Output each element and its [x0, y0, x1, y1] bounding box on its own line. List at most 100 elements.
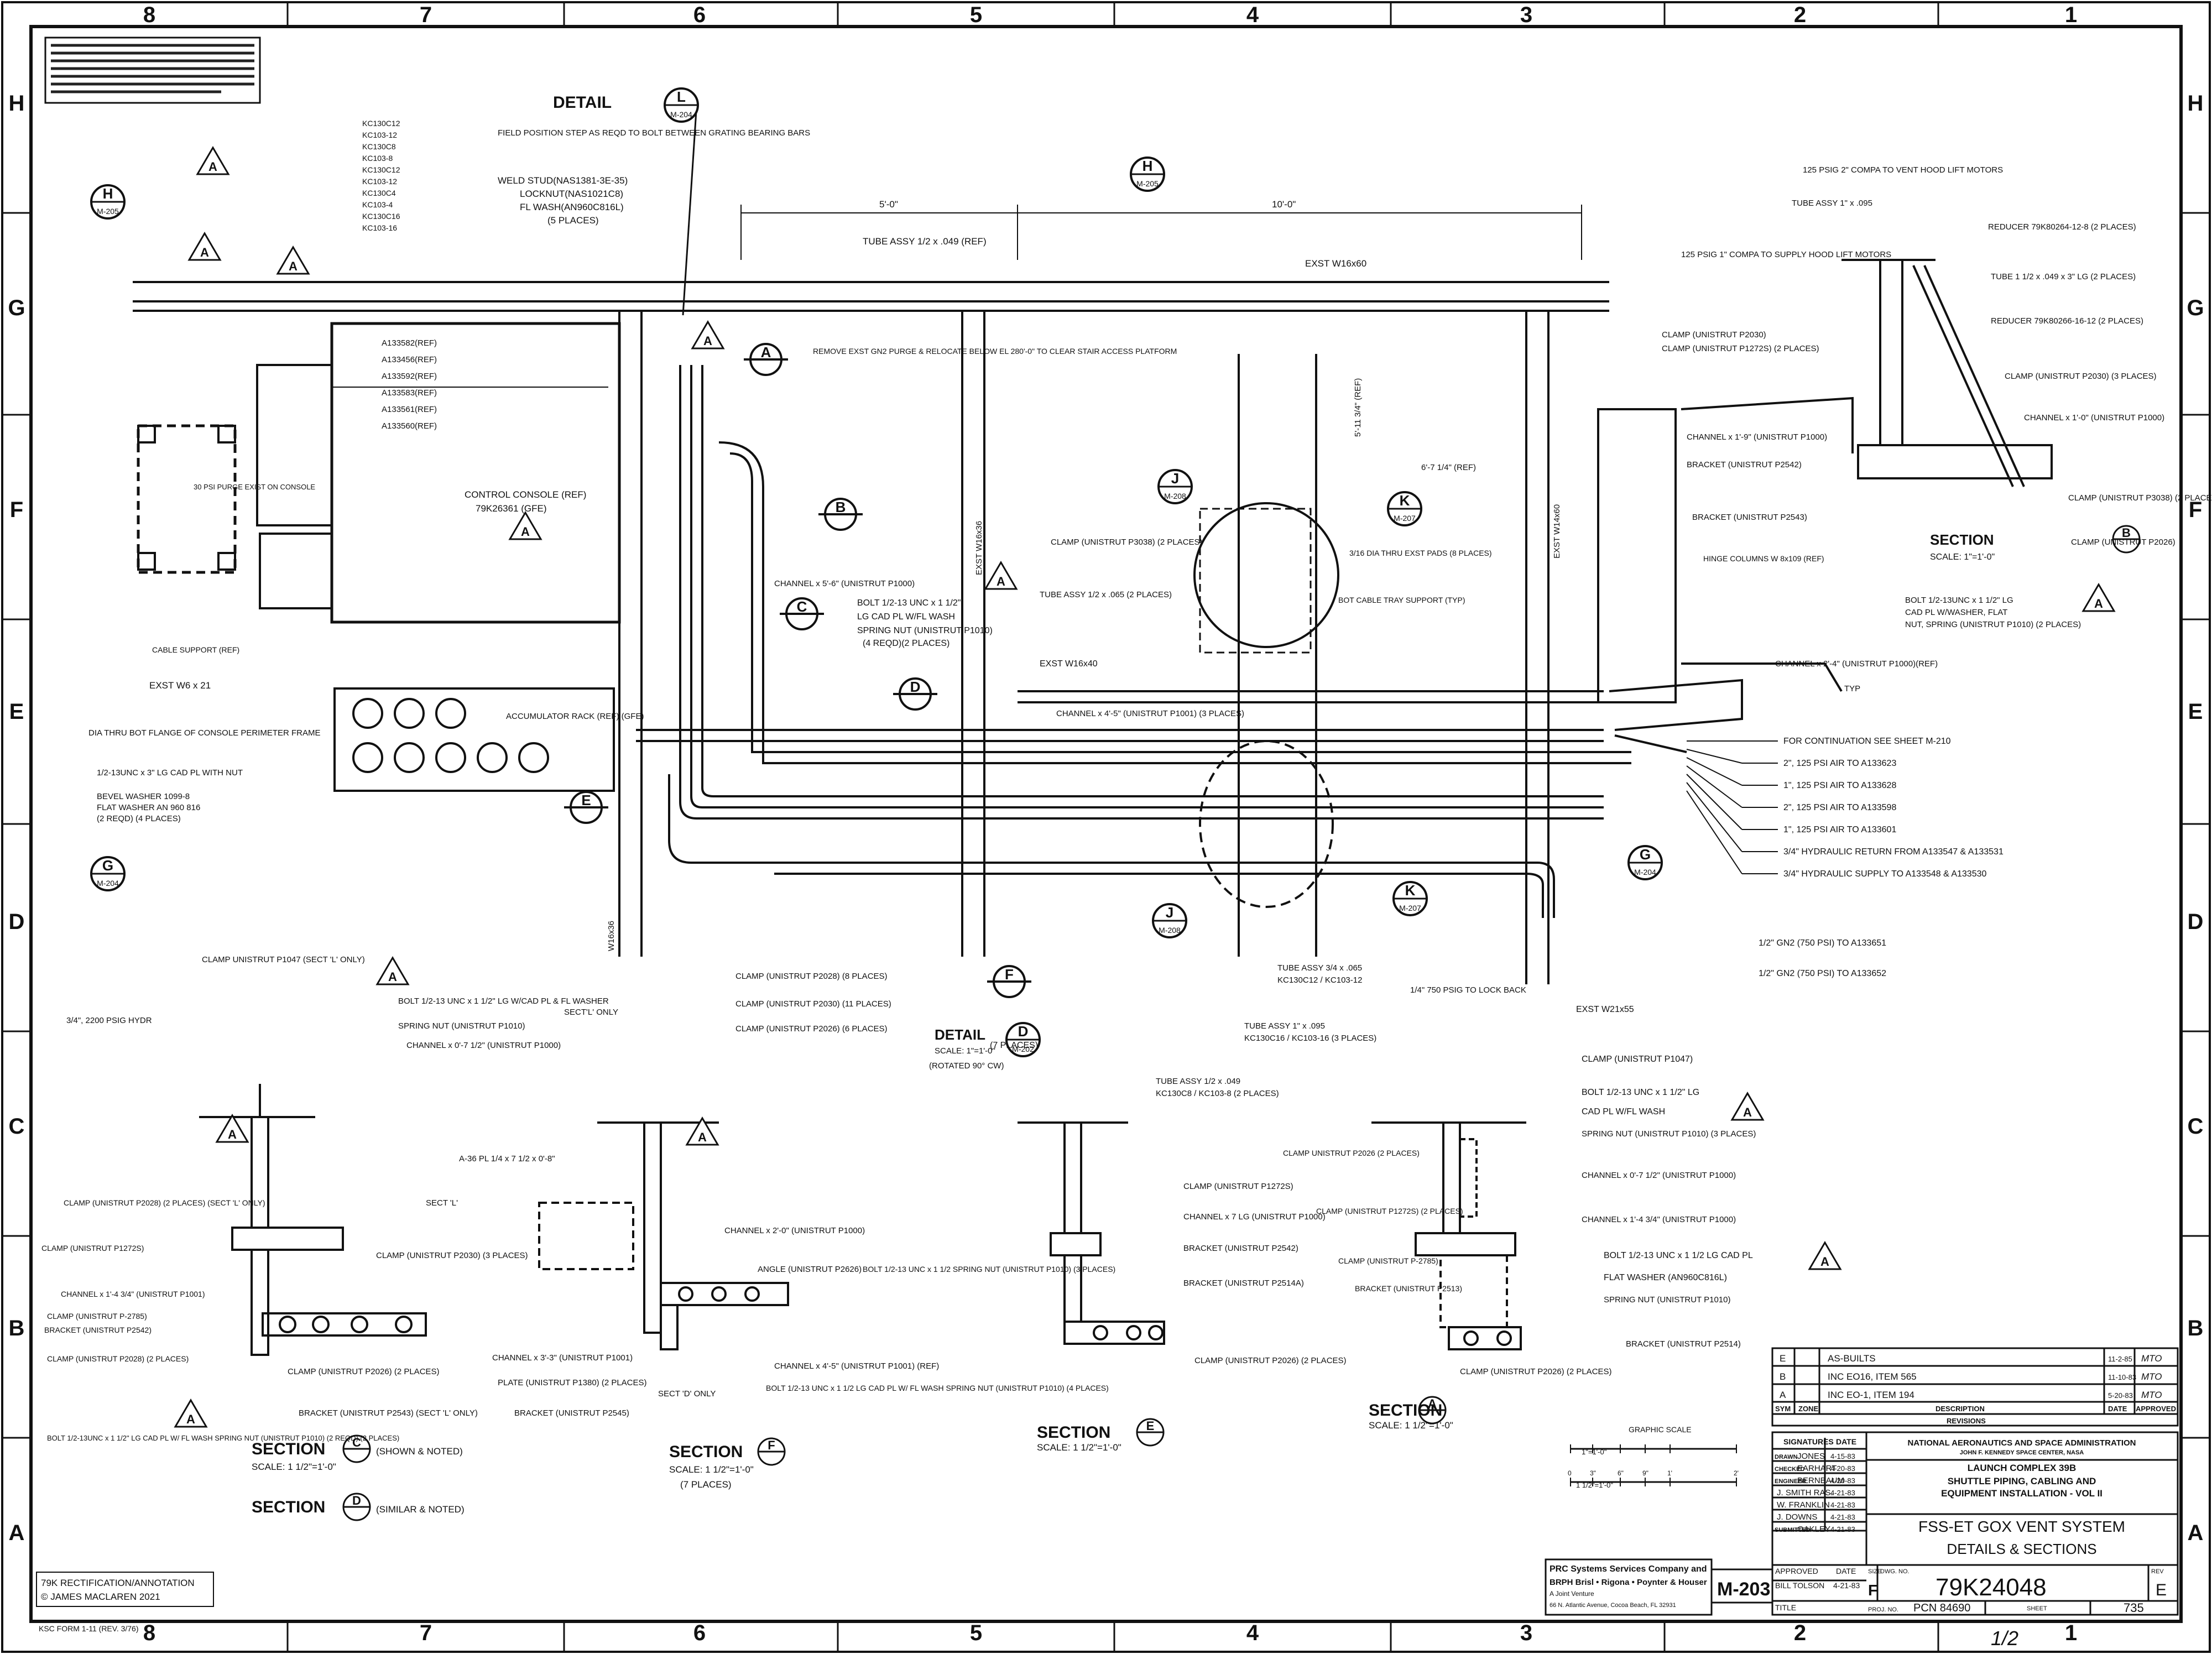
svg-text:M-205: M-205	[97, 207, 119, 216]
dim-5ft: 5'-0"	[879, 199, 898, 210]
tb-page: 1/2	[1991, 1627, 2018, 1650]
label-w16-36: W16x36	[607, 921, 616, 951]
svg-text:A: A	[1820, 1255, 1829, 1269]
callout-H-M-205[interactable]: HM-205	[1130, 156, 1165, 192]
tb-proj-label: PROJ. NO.	[1868, 1606, 1898, 1613]
label-clamp-p2030-c: CLAMP (UNISTRUT P2030) (3 PLACES)	[376, 1251, 528, 1260]
label-sect-d-only: SECT 'D' ONLY	[658, 1389, 716, 1399]
label-bracket-p2543-c: BRACKET (UNISTRUT P2543) (SECT 'L' ONLY)	[299, 1408, 478, 1418]
column-label-top-8: 8	[143, 3, 155, 27]
row-label-left-A: A	[9, 1521, 25, 1545]
tb-center: JOHN F. KENNEDY SPACE CENTER, NASA	[1960, 1449, 2084, 1456]
callout-G-M-204[interactable]: GM-204	[90, 856, 126, 891]
svg-text:J. DOWNS: J. DOWNS	[1777, 1512, 1817, 1522]
label-angle: ANGLE (UNISTRUT P2626)	[758, 1265, 862, 1274]
row-label-left-F: F	[10, 498, 23, 522]
section-c-scale: SCALE: 1 1/2"=1'-0"	[252, 1462, 336, 1472]
part-item: A133456(REF)	[382, 355, 437, 364]
svg-text:MTO: MTO	[2141, 1353, 2162, 1364]
form-number: KSC FORM 1-11 (REV. 3/76)	[39, 1624, 139, 1633]
row-label-left-C: C	[9, 1114, 25, 1139]
section-cut-E[interactable]: E	[564, 791, 608, 824]
section-d-title: SECTION	[252, 1498, 325, 1516]
section-cut-C[interactable]: C	[780, 597, 824, 630]
label-bracket-p2542-e: BRACKET (UNISTRUT P2542)	[1183, 1244, 1298, 1253]
label-channel-1-9: CHANNEL x 1'-9" (UNISTRUT P1000)	[1687, 432, 1827, 442]
section-title-marker-E: E	[1136, 1418, 1165, 1447]
label-rotated: (ROTATED 90° CW)	[929, 1061, 1004, 1071]
label-bracket-p2542-l: BRACKET (UNISTRUT P2542)	[44, 1326, 152, 1334]
callout-H-M-205[interactable]: HM-205	[90, 184, 126, 220]
label-channel-0-7a: CHANNEL x 0'-7 1/2" (UNISTRUT P1000)	[1582, 1171, 1736, 1180]
rev-title: REVISIONS	[1947, 1417, 1986, 1425]
revision-triangle: A	[215, 1114, 249, 1143]
label-bolt-1-2-l: BOLT 1/2-13UNC x 1 1/2" LG CAD PL W/ FL …	[47, 1434, 399, 1442]
label-cad-washer: CAD PL W/WASHER, FLAT	[1905, 608, 2007, 617]
svg-text:L: L	[677, 88, 686, 105]
svg-text:INC EO-1, ITEM 194: INC EO-1, ITEM 194	[1828, 1390, 1914, 1400]
section-d-similar: (SIMILAR & NOTED)	[376, 1504, 465, 1515]
label-hydr: 3/4", 2200 PSIG HYDR	[66, 1016, 152, 1025]
label-plate-p1380: PLATE (UNISTRUT P1380) (2 PLACES)	[498, 1378, 647, 1387]
label-compa-125-2: 125 PSIG 2" COMPA TO VENT HOOD LIFT MOTO…	[1803, 165, 2003, 175]
svg-text:J. SMITH RAS.: J. SMITH RAS.	[1777, 1488, 1833, 1498]
svg-text:JONES: JONES	[1797, 1452, 1825, 1461]
callout-J-M-208[interactable]: JM-208	[1152, 903, 1187, 938]
tb-sheet-no: M-203	[1717, 1579, 1770, 1600]
tb-rev: E	[2156, 1581, 2167, 1599]
scale-tick-label: 6"	[1618, 1469, 1624, 1477]
label-nut-spring: NUT, SPRING (UNISTRUT P1010) (2 PLACES)	[1905, 620, 2081, 629]
label-tube-half-049-list: KC130C8 / KC103-8 (2 PLACES)	[1156, 1089, 1279, 1098]
scale-2: 1 1/2"=1'-0"	[1576, 1481, 1613, 1489]
contractor-firm: BRPH Brisl • Rigona • Poynter & Houser	[1550, 1578, 1707, 1587]
label-channel-2-4: CHANNEL x 2'-4" (UNISTRUT P1000)(REF)	[1775, 659, 1938, 669]
label-hyd-return: 3/4" HYDRAULIC RETURN FROM A133547 & A13…	[1783, 847, 2004, 857]
svg-text:5-20-83: 5-20-83	[2108, 1391, 2133, 1400]
callout-D-M-202[interactable]: DM-202	[1005, 1022, 1041, 1057]
label-channel-3-3: CHANNEL x 3'-3" (UNISTRUT P1001)	[492, 1353, 633, 1363]
label-bracket-p2543: BRACKET (UNISTRUT P2543)	[1692, 513, 1807, 522]
detail-d-title: DETAIL	[935, 1026, 985, 1043]
callout-K-M-207[interactable]: KM-207	[1387, 491, 1422, 526]
scale-1: 1"=1'-0"	[1582, 1448, 1607, 1456]
contractor-venture: A Joint Venture	[1550, 1590, 1594, 1598]
kc-item: KC103-4	[362, 200, 393, 209]
column-label-bottom-6: 6	[693, 1621, 706, 1645]
label-tube-assy-top: TUBE ASSY 1/2 x .049 (REF)	[863, 236, 987, 247]
section-cut-A[interactable]: A	[744, 343, 788, 376]
callout-G-M-204[interactable]: GM-204	[1627, 845, 1663, 880]
revision-triangle: A	[2081, 583, 2116, 612]
label-reducer-12: REDUCER 79K80266-16-12 (2 PLACES)	[1991, 316, 2143, 326]
section-cut-F[interactable]: F	[987, 965, 1031, 998]
svg-text:A: A	[2094, 597, 2103, 611]
svg-text:11-10-83: 11-10-83	[2108, 1373, 2136, 1381]
callout-L-M-204[interactable]: LM-204	[664, 87, 699, 123]
svg-text:W. FRANKLIN: W. FRANKLIN	[1777, 1500, 1830, 1510]
tb-dwg-no: 79K24048	[1936, 1574, 2047, 1601]
callout-K-M-207[interactable]: KM-207	[1392, 881, 1428, 916]
svg-text:M-202: M-202	[1012, 1045, 1034, 1053]
general-notice-lines	[51, 44, 254, 93]
label-cable-support: CABLE SUPPORT (REF)	[152, 645, 239, 654]
revision-triangle: A	[276, 246, 310, 275]
tb-rev-label: REV	[2151, 1568, 2164, 1575]
svg-text:MTO: MTO	[2141, 1371, 2162, 1382]
callout-J-M-208[interactable]: JM-208	[1157, 469, 1193, 504]
tb-dwg-label: DWG. NO.	[1880, 1568, 1910, 1575]
rev-hdr-zone: ZONE	[1798, 1405, 1818, 1413]
column-label-bottom-2: 2	[1794, 1621, 1806, 1645]
label-bracket-p2542: BRACKET (UNISTRUT P2542)	[1687, 460, 1802, 469]
section-cut-B[interactable]: B	[818, 498, 863, 531]
label-clamp-p2028-l: CLAMP (UNISTRUT P2028) (2 PLACES) (SECT …	[64, 1198, 265, 1207]
svg-text:DRAWN: DRAWN	[1775, 1454, 1798, 1460]
svg-text:J: J	[1166, 904, 1173, 921]
section-f-places: (7 PLACES)	[680, 1479, 732, 1490]
svg-text:4-15-83: 4-15-83	[1830, 1452, 1855, 1460]
svg-text:A: A	[997, 575, 1005, 588]
section-cut-D[interactable]: D	[893, 677, 937, 711]
scale-tick-label: 3"	[1590, 1469, 1596, 1477]
